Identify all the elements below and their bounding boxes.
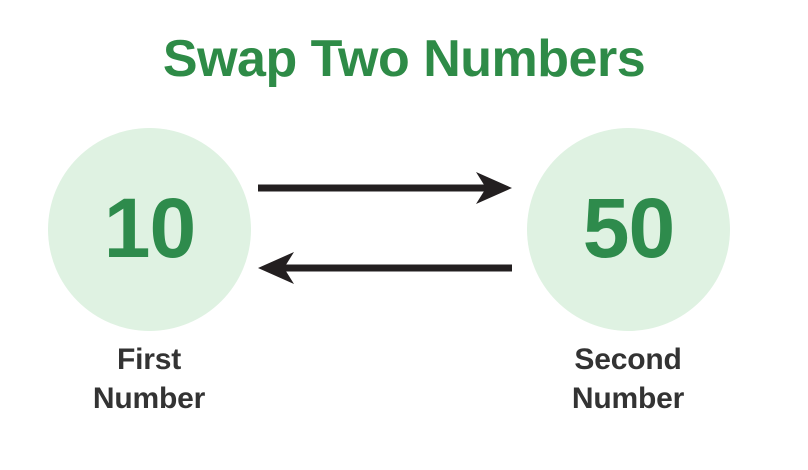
arrow-left-icon (258, 252, 512, 284)
second-number-caption-line-1: Second (574, 343, 682, 376)
arrow-right-icon (258, 172, 512, 204)
first-number-caption: First Number (19, 340, 279, 418)
second-number-caption: Second Number (498, 340, 758, 418)
first-number-caption-line-1: First (116, 343, 181, 376)
page-title: Swap Two Numbers (162, 30, 646, 88)
second-number-caption-line-2: Number (571, 382, 685, 415)
first-number-circle: 10 (48, 128, 251, 331)
first-number-value: 10 (103, 180, 196, 275)
second-number-value: 50 (582, 180, 675, 275)
second-number-circle: 50 (527, 128, 730, 331)
first-number-caption-line-2: Number (92, 382, 206, 415)
